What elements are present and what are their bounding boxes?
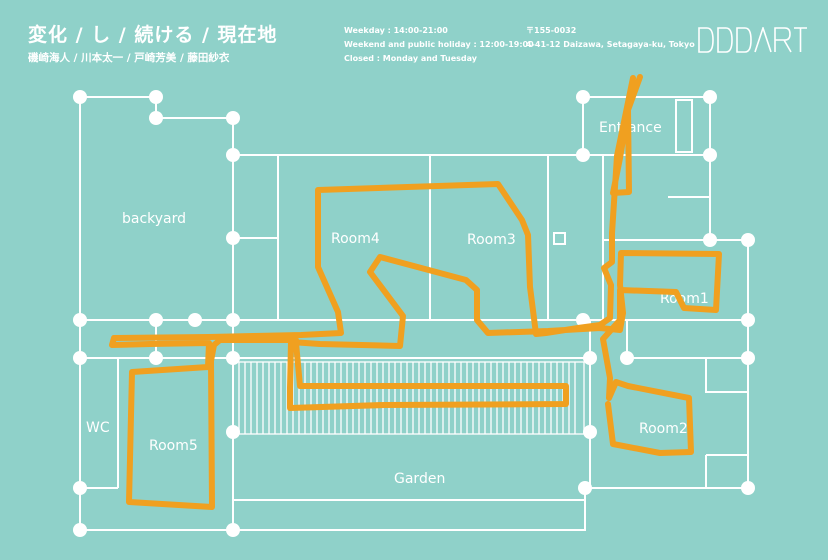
junction-dot bbox=[73, 523, 87, 537]
junction-dot bbox=[73, 313, 87, 327]
label-room5: Room5 bbox=[149, 438, 198, 454]
junction-dot bbox=[226, 148, 240, 162]
junction-dot bbox=[73, 481, 87, 495]
junction-dot bbox=[226, 111, 240, 125]
junction-dot bbox=[576, 313, 590, 327]
street-address: 4-41-12 Daizawa, Setagaya-ku, Tokyo bbox=[526, 40, 695, 49]
label-room3: Room3 bbox=[467, 232, 516, 248]
junction-dot bbox=[226, 231, 240, 245]
garden-deck-stripes bbox=[244, 362, 576, 434]
closed-days: Closed : Monday and Tuesday bbox=[344, 54, 477, 63]
junction-dot bbox=[578, 481, 592, 495]
junction-dot bbox=[73, 90, 87, 104]
label-room2: Room2 bbox=[639, 421, 688, 437]
venue-address: 〒155-0032 4-41-12 Daizawa, Setagaya-ku, … bbox=[526, 24, 695, 52]
label-garden: Garden bbox=[394, 471, 445, 487]
floor-plan-walls bbox=[79, 96, 749, 531]
junction-dot bbox=[741, 313, 755, 327]
junction-dot bbox=[583, 425, 597, 439]
junction-dot bbox=[741, 233, 755, 247]
junction-dot bbox=[149, 313, 163, 327]
junction-dot bbox=[149, 351, 163, 365]
floor-plan-junctions bbox=[73, 90, 755, 537]
junction-dot bbox=[226, 351, 240, 365]
junction-dot bbox=[576, 90, 590, 104]
label-room1: Room1 bbox=[660, 291, 709, 307]
junction-dot bbox=[149, 111, 163, 125]
label-backyard: backyard bbox=[122, 211, 186, 227]
junction-dot bbox=[703, 233, 717, 247]
junction-dot bbox=[188, 313, 202, 327]
opening-hours: Weekday : 14:00-21:00 Weekend and public… bbox=[344, 24, 534, 66]
visitor-route-line bbox=[109, 74, 722, 510]
postal-code: 〒155-0032 bbox=[526, 26, 577, 35]
label-wc: WC bbox=[86, 420, 110, 436]
junction-dot bbox=[149, 90, 163, 104]
junction-dot bbox=[576, 148, 590, 162]
weekday-hours: Weekday : 14:00-21:00 bbox=[344, 26, 448, 35]
junction-dot bbox=[226, 425, 240, 439]
junction-dot bbox=[226, 523, 240, 537]
junction-dot bbox=[741, 351, 755, 365]
junction-dot bbox=[73, 351, 87, 365]
dddart-logo bbox=[698, 27, 807, 53]
artist-names: 磯崎海人 / 川本太一 / 戸崎芳美 / 藤田紗衣 bbox=[28, 52, 230, 64]
junction-dot bbox=[226, 313, 240, 327]
junction-dot bbox=[703, 90, 717, 104]
exhibition-title: 変化 / し / 続ける / 現在地 bbox=[28, 24, 278, 46]
junction-dot bbox=[583, 351, 597, 365]
junction-dot bbox=[703, 148, 717, 162]
label-room4: Room4 bbox=[331, 231, 380, 247]
junction-dot bbox=[620, 351, 634, 365]
weekend-hours: Weekend and public holiday : 12:00-19:00 bbox=[344, 40, 534, 49]
garden-deck-outline bbox=[238, 361, 585, 435]
junction-dot bbox=[741, 481, 755, 495]
